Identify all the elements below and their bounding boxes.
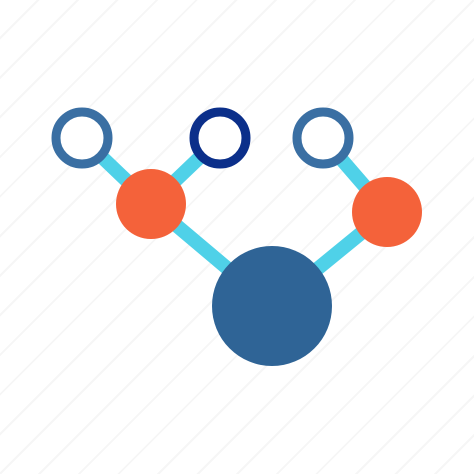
ring-node-right	[292, 107, 354, 169]
ring-node-left	[51, 107, 113, 169]
accent-node-right	[352, 177, 422, 247]
core-node	[212, 246, 332, 366]
accent-node-left	[116, 169, 186, 239]
ring-node-middle	[189, 107, 251, 169]
